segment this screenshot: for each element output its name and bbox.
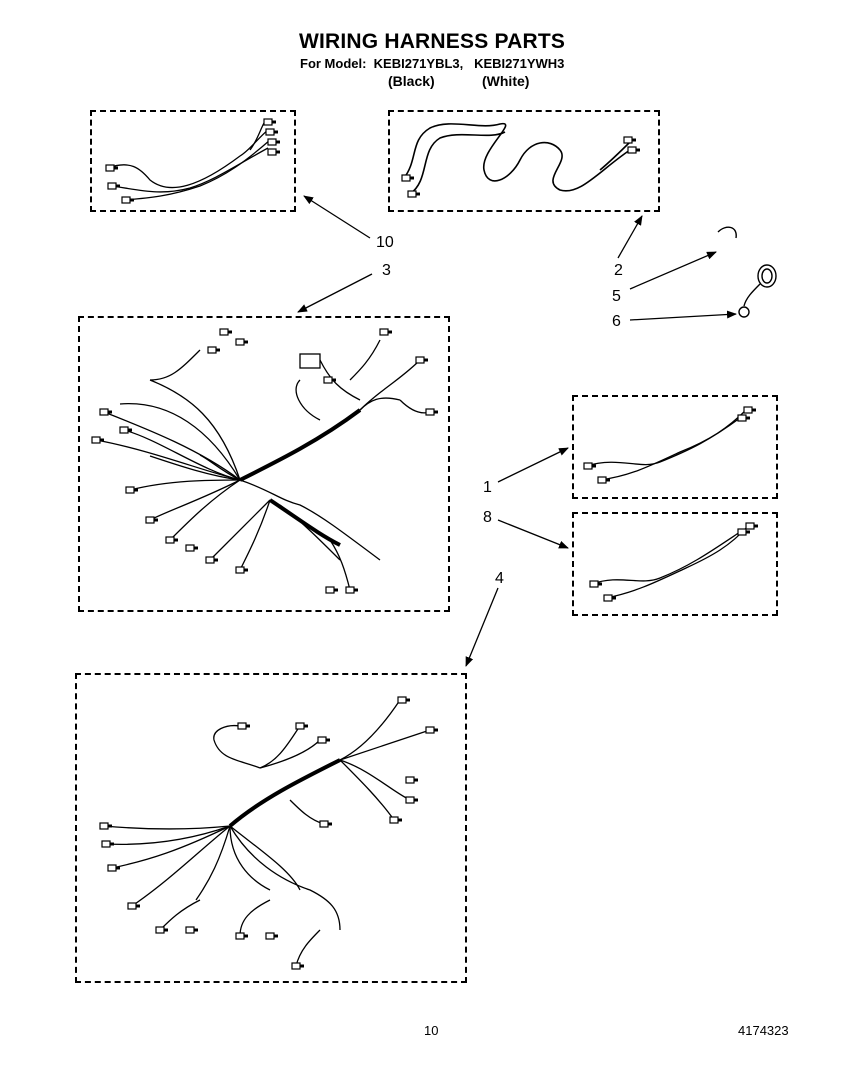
- color-white-label: (White): [482, 73, 530, 89]
- callout-10: 10: [376, 234, 394, 251]
- harness-1: [585, 409, 747, 481]
- callout-8: 8: [483, 509, 492, 526]
- harness-10: [107, 119, 271, 201]
- callout-3: 3: [382, 262, 391, 279]
- page-title: WIRING HARNESS PARTS: [298, 30, 566, 53]
- part-box-3: [78, 316, 450, 612]
- harness-3-plugs: [91, 328, 439, 594]
- leader-arrows: [297, 195, 737, 667]
- part-number: 4174323: [738, 1023, 789, 1038]
- part-box-10: [90, 110, 296, 212]
- harness-4-trunk: [228, 758, 341, 828]
- part-box-1: [572, 395, 778, 499]
- harness-4-plugs: [99, 696, 439, 970]
- color-black-label: (Black): [388, 73, 435, 89]
- harness-3-terminal-block: [299, 353, 321, 369]
- harness-10-plugs: [105, 118, 281, 204]
- harness-4: [103, 699, 431, 967]
- harness-3-trunk: [239, 408, 362, 547]
- harness-1-plugs: [583, 406, 757, 484]
- harness-8: [591, 525, 749, 599]
- callout-2: 2: [614, 262, 623, 279]
- page-number: 10: [424, 1023, 439, 1038]
- parts-5-6: [717, 226, 777, 318]
- harness-3: [95, 339, 431, 591]
- harness-2: [403, 122, 633, 195]
- part-box-4: [75, 673, 467, 983]
- callout-1: 1: [483, 479, 492, 496]
- harness-8-plugs: [589, 522, 759, 602]
- callout-6: 6: [612, 313, 621, 330]
- part-box-8: [572, 512, 778, 616]
- callout-5: 5: [612, 288, 621, 305]
- model-line: For Model: KEBI271YBL3, KEBI271YWH3: [300, 56, 565, 71]
- callout-4: 4: [495, 570, 504, 587]
- part-box-2: [388, 110, 660, 212]
